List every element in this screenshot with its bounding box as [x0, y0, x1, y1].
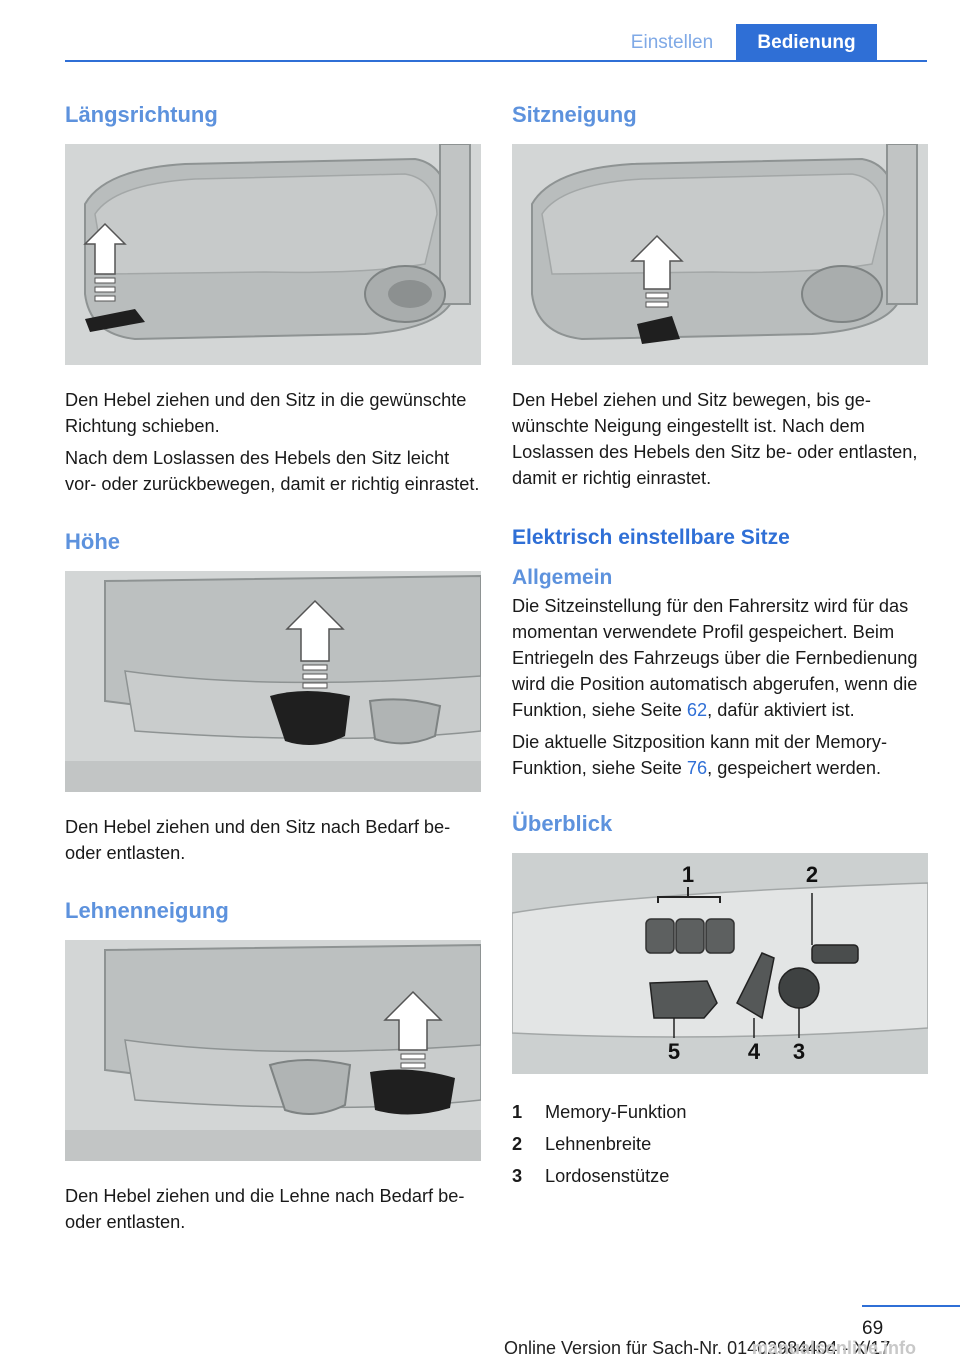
section-title-laengsrichtung: Längsrichtung	[65, 102, 218, 127]
footer-version: Online Version für Sach-Nr. 01402984404 …	[504, 1338, 891, 1358]
header-rule	[65, 60, 927, 62]
footer-rule	[862, 1305, 960, 1307]
callout-2: 2	[806, 862, 818, 887]
left-column: Längsrichtung Den Hebel ziehen und den S…	[65, 100, 481, 1241]
section-title-lehnenneigung: Lehnenneigung	[65, 898, 229, 923]
backrest-tilt-figure	[65, 940, 481, 1161]
section-title-ueberblick: Überblick	[512, 811, 613, 836]
paragraph: Die Sitzeinstellung für den Fahrersitz w…	[512, 596, 918, 720]
page-number: 69	[862, 1318, 884, 1339]
paragraph: Nach dem Loslassen des Hebels den Sitz l…	[65, 448, 480, 494]
page-link-76[interactable]: 76	[686, 758, 708, 778]
paragraph: Den Hebel ziehen und Sitz bewegen, bis g…	[512, 390, 918, 488]
section-title-elektrisch: Elektrisch einstellbare Sitze	[512, 526, 790, 549]
paragraph: Die aktuelle Sitzposition kann mit der M…	[512, 732, 888, 778]
tab-einstellen[interactable]: Einstellen	[630, 32, 714, 53]
callout-3: 3	[793, 1039, 805, 1064]
section-title-allgemein: Allgemein	[512, 566, 613, 589]
callout-4: 4	[748, 1039, 761, 1064]
seat-controls-overview-figure: 1 2 5 4 3	[512, 853, 928, 1074]
watermark: manualsonline.info	[752, 1338, 917, 1358]
seat-tilt-figure	[512, 144, 928, 365]
seat-height-figure	[65, 571, 481, 792]
page-link-62[interactable]: 62	[686, 700, 708, 720]
section-title-hoehe: Höhe	[65, 529, 120, 554]
callout-5: 5	[668, 1039, 680, 1064]
callout-1: 1	[682, 862, 694, 887]
paragraph: Den Hebel ziehen und den Sitz in die ge­…	[65, 390, 467, 436]
paragraph: Den Hebel ziehen und die Lehne nach Beda…	[65, 1186, 465, 1232]
seat-longitudinal-figure	[65, 144, 481, 365]
section-title-sitzneigung: Sitzneigung	[512, 102, 637, 127]
paragraph: Den Hebel ziehen und den Sitz nach Bedar…	[65, 817, 451, 863]
right-column: Sitzneigung Den Hebel ziehen und Sitz be…	[512, 100, 928, 1192]
tab-bedienung[interactable]: Bedienung	[736, 24, 877, 62]
